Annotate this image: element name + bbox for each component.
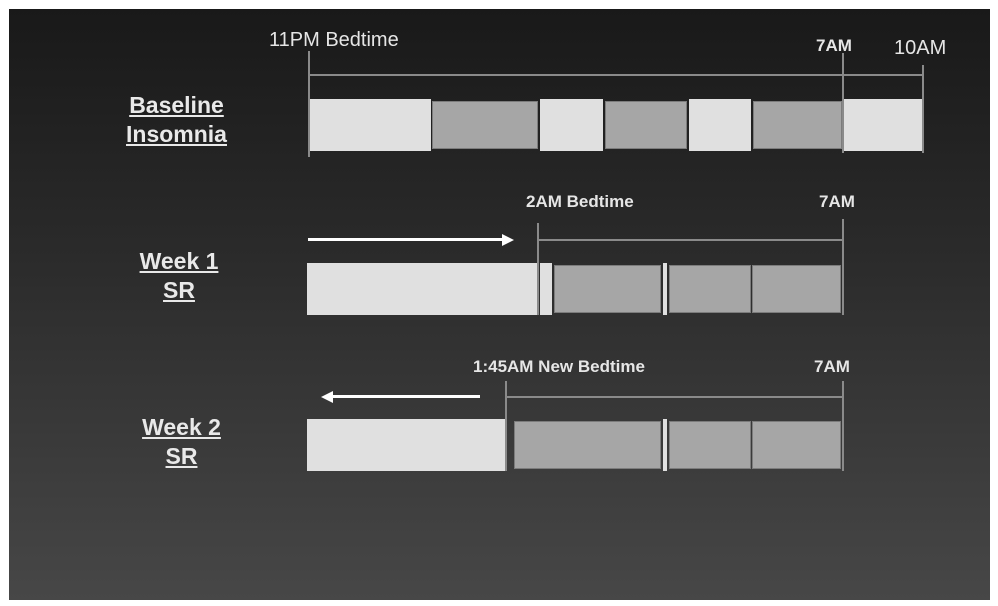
baseline-start-tick <box>308 51 310 157</box>
baseline-sleep-segment <box>605 101 687 149</box>
week2-start-tick <box>505 381 507 471</box>
baseline-awake-segment <box>540 99 603 151</box>
week1-end-tick <box>842 219 844 315</box>
week1-awake-segment <box>540 263 552 315</box>
baseline-label-line1: Baseline <box>129 92 224 118</box>
slide: Baseline Insomnia 11PM Bedtime 7AM 10AM … <box>9 9 990 600</box>
week1-sleep-segment <box>554 265 661 313</box>
week2-sleep-segment <box>669 421 751 469</box>
week2-end-label: 7AM <box>814 357 850 376</box>
week1-start-label: 2AM Bedtime <box>526 192 634 211</box>
baseline-end-tick <box>922 65 924 153</box>
week1-timeline-line <box>538 239 843 241</box>
week2-awake-segment <box>307 419 505 471</box>
week2-label-line1: Week 2 <box>142 414 221 440</box>
baseline-awake-segment <box>310 99 431 151</box>
baseline-sleep-segment <box>753 101 842 149</box>
week1-end-label: 7AM <box>819 192 855 211</box>
baseline-wake-tick <box>842 53 844 153</box>
week1-label-line1: Week 1 <box>139 248 219 274</box>
week2-end-tick <box>842 381 844 471</box>
week2-timeline-line <box>506 396 843 398</box>
row-label-week1: Week 1 SR <box>109 247 249 305</box>
week2-awake-segment <box>663 419 667 471</box>
week1-arrow-head-icon <box>502 234 514 246</box>
week1-label-line2: SR <box>163 277 195 303</box>
baseline-end-label: 10AM <box>894 37 947 59</box>
baseline-awake-segment <box>844 99 922 151</box>
week2-sleep-segment <box>514 421 661 469</box>
baseline-awake-segment <box>689 99 751 151</box>
week1-sleep-segment <box>669 265 751 313</box>
row-label-baseline: Baseline Insomnia <box>109 91 244 149</box>
week1-right-arrow <box>308 238 502 241</box>
week2-label-line2: SR <box>165 443 198 469</box>
baseline-start-label: 11PM Bedtime <box>269 29 399 51</box>
week2-sleep-segment <box>752 421 841 469</box>
week1-awake-segment <box>663 263 667 315</box>
baseline-sleep-segment <box>432 101 538 149</box>
week2-arrow-head-icon <box>321 391 333 403</box>
week2-left-arrow <box>333 395 480 398</box>
week1-start-tick <box>537 223 539 315</box>
baseline-timeline-line <box>308 74 923 76</box>
week1-sleep-segment <box>752 265 841 313</box>
row-label-week2: Week 2 SR <box>124 413 239 471</box>
baseline-wake-label: 7AM <box>816 36 852 55</box>
week2-start-label: 1:45AM New Bedtime <box>473 357 645 376</box>
baseline-label-line2: Insomnia <box>126 121 227 147</box>
week1-awake-segment <box>307 263 537 315</box>
